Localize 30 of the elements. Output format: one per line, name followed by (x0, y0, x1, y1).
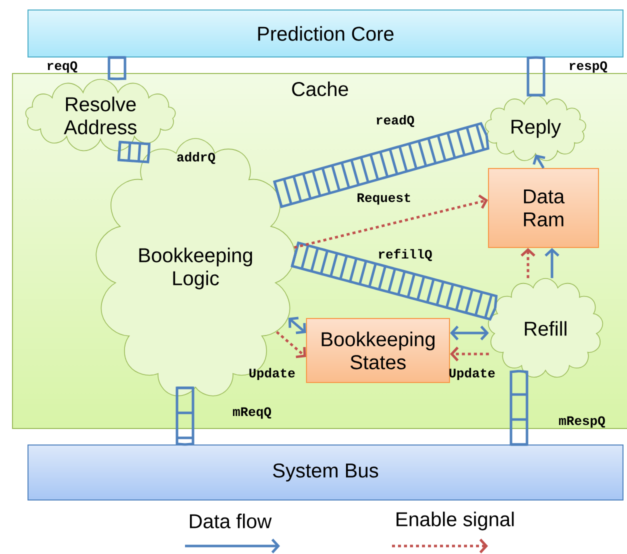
queue-ladder (176, 386, 194, 446)
block-box: Prediction Core (28, 10, 624, 58)
edge-label: mRespQ (559, 416, 605, 428)
arrow (544, 248, 560, 278)
block-box: Bookkeeping States (306, 318, 450, 383)
edge-label: Request (358, 193, 410, 205)
queue-ladder (272, 122, 490, 208)
arrow (532, 154, 546, 169)
edge-label: readQ (376, 115, 414, 127)
legend-label: Enable signal (396, 512, 514, 530)
arrow (276, 331, 306, 358)
block-box: Data Ram (488, 168, 599, 248)
queue-ladder (117, 140, 150, 164)
arrow (450, 326, 489, 340)
edge-label: respQ (570, 61, 608, 73)
queue-ladder (108, 56, 126, 80)
queue-ladder (290, 241, 498, 321)
edge-label: mReqQ (232, 407, 272, 419)
queue-ladder (510, 370, 528, 446)
legend-label: Data flow (190, 514, 272, 528)
edge-label: reqQ (48, 61, 78, 73)
edge-label: addrQ (177, 152, 216, 164)
arrow (294, 194, 488, 249)
arrow (288, 316, 306, 334)
queue-ladder (526, 56, 546, 96)
arrow (450, 346, 489, 362)
edge-label: refillQ (378, 248, 432, 262)
edge-label: Update (249, 368, 295, 380)
arrow (520, 248, 536, 278)
block-box: System Bus (28, 444, 624, 500)
